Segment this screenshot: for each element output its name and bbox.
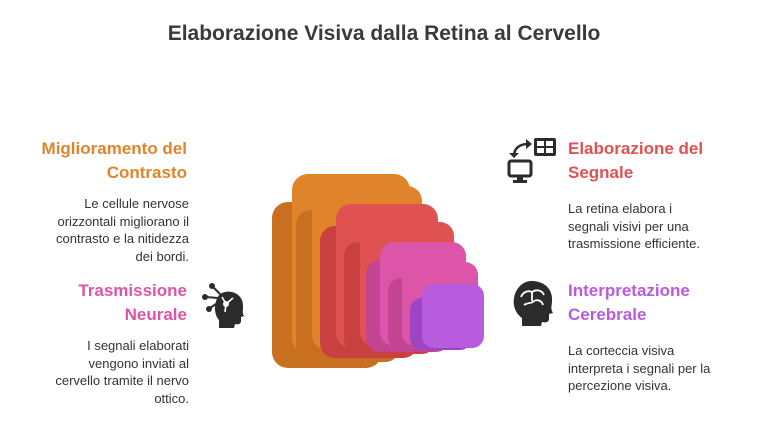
signal-description: La retina elabora i segnali visivi per u…: [568, 200, 758, 253]
neuron-head-icon: [200, 280, 250, 328]
data-exchange-icon: [506, 136, 558, 184]
cerebral-description: La corteccia visiva interpreta i segnali…: [568, 342, 758, 395]
layer-purple: [422, 284, 484, 348]
signal-heading: Elaborazione del Segnale: [568, 137, 758, 185]
contrast-heading: Miglioramento del Contrasto: [20, 137, 187, 185]
page-title: Elaborazione Visiva dalla Retina al Cerv…: [0, 22, 768, 46]
neural-description: I segnali elaborati vengono inviati al c…: [20, 337, 189, 407]
stacked-layers-diagram: [268, 160, 488, 372]
brain-head-icon: [508, 279, 556, 327]
contrast-description: Le cellule nervose orizzontali miglioran…: [20, 195, 189, 265]
neural-heading: Trasmissione Neurale: [20, 279, 187, 327]
cerebral-heading: Interpretazione Cerebrale: [568, 279, 758, 327]
